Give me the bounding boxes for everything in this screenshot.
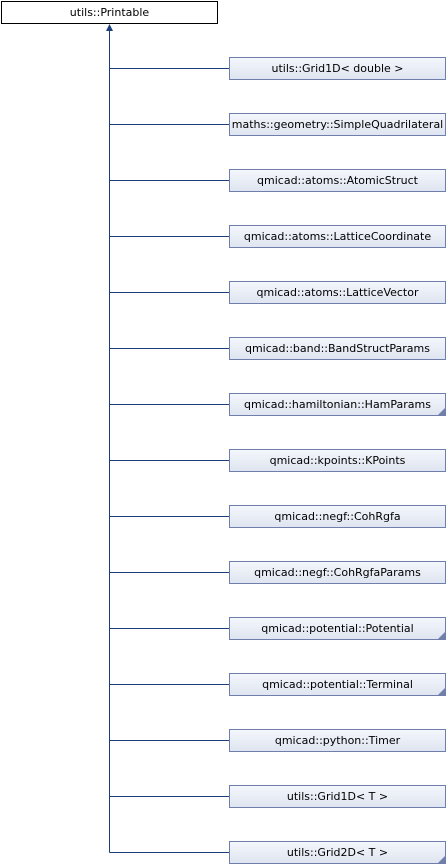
more-subclasses-corner-icon: [438, 688, 445, 695]
derived-class-label: utils::Grid2D< T >: [286, 846, 389, 859]
derived-class-node[interactable]: qmicad::potential::Terminal: [229, 673, 446, 696]
inheritance-arrow-icon: [106, 24, 113, 31]
derived-class-node[interactable]: qmicad::negf::CohRgfa: [229, 505, 446, 528]
derived-class-label: qmicad::atoms::LatticeVector: [256, 286, 419, 299]
derived-class-node[interactable]: utils::Grid1D< T >: [229, 785, 446, 808]
more-subclasses-corner-icon: [438, 632, 445, 639]
derived-class-node[interactable]: utils::Grid2D< T >: [229, 841, 446, 864]
derived-class-node[interactable]: qmicad::atoms::LatticeVector: [229, 281, 446, 304]
derived-class-node[interactable]: qmicad::potential::Potential: [229, 617, 446, 640]
more-subclasses-corner-icon: [438, 856, 445, 863]
derived-class-label: utils::Grid1D< T >: [286, 790, 389, 803]
derived-class-node[interactable]: maths::geometry::SimpleQuadrilateral: [229, 113, 446, 136]
derived-class-label: qmicad::kpoints::KPoints: [269, 454, 406, 467]
derived-class-label: qmicad::atoms::AtomicStruct: [257, 174, 418, 187]
derived-class-label: maths::geometry::SimpleQuadrilateral: [231, 118, 444, 131]
derived-class-node[interactable]: qmicad::atoms::LatticeCoordinate: [229, 225, 446, 248]
derived-class-label: qmicad::potential::Terminal: [262, 678, 413, 691]
derived-class-node[interactable]: qmicad::hamiltonian::HamParams: [229, 393, 446, 416]
derived-class-node[interactable]: qmicad::python::Timer: [229, 729, 446, 752]
root-class-label: utils::Printable: [69, 6, 150, 19]
derived-class-node[interactable]: qmicad::kpoints::KPoints: [229, 449, 446, 472]
derived-class-label: qmicad::negf::CohRgfaParams: [254, 566, 421, 579]
root-class-node[interactable]: utils::Printable: [1, 1, 218, 24]
derived-class-label: qmicad::band::BandStructParams: [244, 342, 430, 355]
derived-class-node[interactable]: utils::Grid1D< double >: [229, 57, 446, 80]
derived-class-label: qmicad::atoms::LatticeCoordinate: [243, 230, 432, 243]
derived-class-label: qmicad::negf::CohRgfa: [274, 510, 401, 523]
derived-class-label: qmicad::hamiltonian::HamParams: [244, 398, 431, 411]
derived-class-node[interactable]: qmicad::band::BandStructParams: [229, 337, 446, 360]
derived-class-label: qmicad::potential::Potential: [261, 622, 414, 635]
more-subclasses-corner-icon: [438, 408, 445, 415]
derived-class-node[interactable]: qmicad::atoms::AtomicStruct: [229, 169, 446, 192]
derived-class-node[interactable]: qmicad::negf::CohRgfaParams: [229, 561, 446, 584]
derived-class-label: qmicad::python::Timer: [274, 734, 401, 747]
derived-class-label: utils::Grid1D< double >: [271, 62, 404, 75]
